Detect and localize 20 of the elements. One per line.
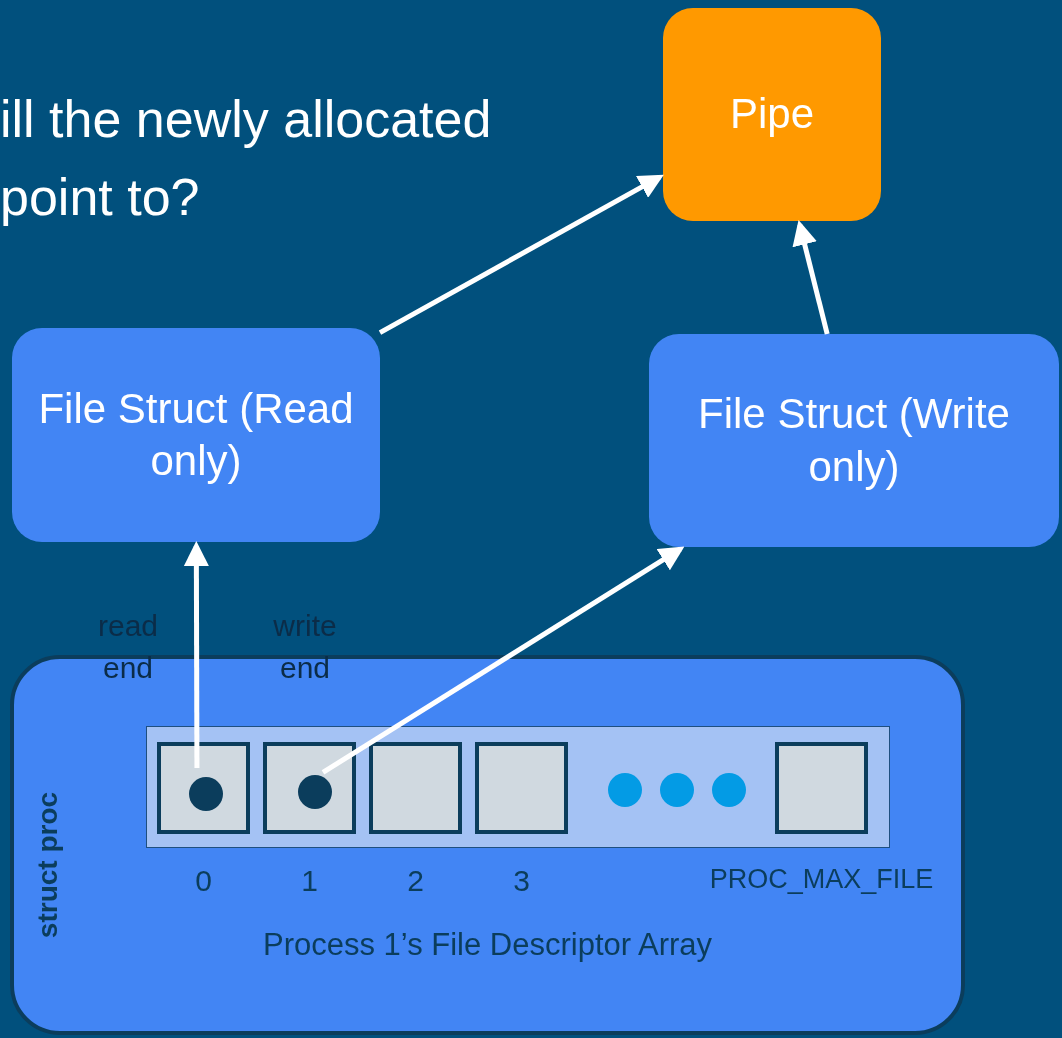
title: ill the newly allocated point to? xyxy=(0,89,493,228)
pointer-dot xyxy=(189,777,223,811)
arrow xyxy=(321,546,685,775)
file-struct-box xyxy=(12,328,380,542)
index-label: 1 xyxy=(301,864,318,898)
arrow xyxy=(183,541,209,768)
struct-proc-label: struct proc xyxy=(32,790,64,941)
index-label: PROC_MAX_FILE xyxy=(709,864,934,895)
node-text: Pipe xyxy=(729,89,815,140)
pointer-dot xyxy=(298,775,332,809)
index-label: 3 xyxy=(513,864,530,898)
pipe-box xyxy=(663,8,881,221)
node-text: File Struct (Read only) xyxy=(37,383,355,486)
arrow xyxy=(792,220,830,335)
struct-proc-panel xyxy=(10,655,965,1035)
arrow xyxy=(378,174,664,335)
node-text: File Struct (Write only) xyxy=(697,389,1011,492)
file-struct-box xyxy=(649,334,1059,547)
index-label: 0 xyxy=(195,864,212,898)
index-label: 2 xyxy=(407,864,424,898)
